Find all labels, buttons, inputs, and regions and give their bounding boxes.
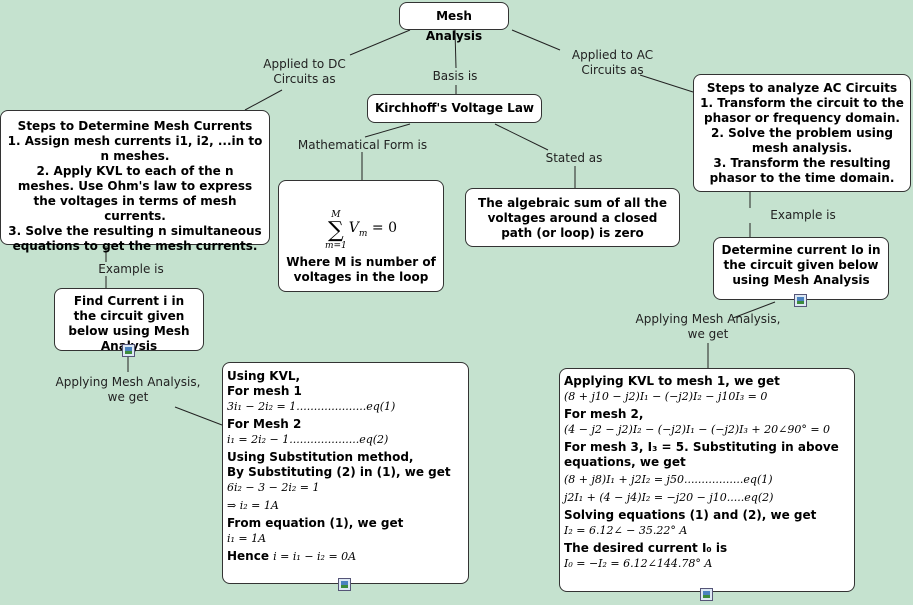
dc-step-3: 3. Solve the resulting n simultaneous eq… [8, 224, 262, 253]
label-math-form: Mathematical Form is [297, 138, 428, 152]
dc-steps-node[interactable]: Steps to Determine Mesh Currents 1. Assi… [0, 110, 270, 253]
solution-line: For mesh 3, I₃ = 5. Substituting in abov… [564, 440, 839, 469]
connector-kvl-math [364, 123, 411, 138]
solution-line: Using Substitution method, [227, 450, 414, 464]
solution-equation: (8 + j8)I₁ + j2I₂ = j50.................… [564, 473, 773, 486]
label-apply-left: Applying Mesh Analysis, we get [55, 375, 201, 404]
sum-term-subscript: m [358, 228, 368, 239]
kvl-node[interactable]: Kirchhoff's Voltage Law [367, 94, 542, 123]
sum-term: V [348, 219, 359, 236]
stated-text: The algebraic sum of all the voltages ar… [478, 196, 667, 240]
right-solution-node[interactable]: Applying KVL to mesh 1, we get (8 + j10 … [559, 368, 855, 592]
connector-left-solution [174, 406, 223, 426]
ac-steps-title: Steps to analyze AC Circuits [706, 81, 898, 95]
connector-kvl-stated [494, 123, 549, 151]
sum-rhs: = 0 [367, 219, 398, 236]
image-attachment-icon[interactable] [794, 294, 807, 307]
label-applied-ac: Applied to AC Circuits as [571, 48, 654, 77]
dc-step-1: 1. Assign mesh currents i1, i2, ...in to… [7, 134, 263, 163]
solution-equation: i₁ = 1A [227, 532, 267, 545]
root-title: Mesh Analysis [425, 9, 483, 43]
solution-equation: 6i₂ − 3 − 2i₂ = 1 [227, 481, 320, 494]
label-basis: Basis is [432, 69, 478, 83]
solution-line: Solving equations (1) and (2), we get [564, 508, 817, 522]
solution-line: The desired current I₀ is [564, 541, 728, 555]
solution-line: Using KVL, [227, 369, 301, 383]
stated-node[interactable]: The algebraic sum of all the voltages ar… [465, 188, 680, 247]
ac-step-1: 1. Transform the circuit to the phasor o… [700, 96, 904, 125]
sum-lower-limit: m=1 [324, 241, 347, 251]
label-applied-dc: Applied to DC Circuits as [263, 57, 346, 86]
connector-dc-steps [244, 89, 283, 111]
image-attachment-icon[interactable] [700, 588, 713, 601]
root-node[interactable]: Mesh Analysis [399, 2, 509, 43]
label-apply-right: Applying Mesh Analysis, we get [635, 312, 781, 341]
label-example-right: Example is [770, 208, 836, 222]
solution-line: Hence [227, 549, 269, 563]
label-example-left: Example is [98, 262, 164, 276]
solution-line: For Mesh 2 [227, 417, 302, 431]
image-attachment-icon[interactable] [338, 578, 351, 591]
connector-root-ac [511, 29, 561, 51]
solution-line: For mesh 2, [564, 407, 644, 421]
ac-step-3: 3. Transform the resulting phasor to the… [709, 156, 895, 185]
solution-equation: I₀ = −I₂ = 6.12∠144.78° A [564, 557, 713, 570]
sigma-icon: ∑ [328, 218, 344, 243]
left-example-node[interactable]: Find Current i in the circuit given belo… [54, 288, 204, 353]
connector-ac-steps [639, 74, 694, 93]
ac-steps-node[interactable]: Steps to analyze AC Circuits 1. Transfor… [693, 74, 911, 192]
solution-line: By Substituting (2) in (1), we get [227, 465, 451, 479]
solution-equation: i₁ = 2i₂ − 1....................eq(2) [227, 433, 389, 446]
solution-equation: I₂ = 6.12∠ − 35.22° A [564, 524, 688, 537]
solution-line: From equation (1), we get [227, 516, 404, 530]
solution-line: For mesh 1 [227, 384, 302, 398]
right-example-node[interactable]: Determine current Io in the circuit give… [713, 237, 889, 300]
dc-step-2: 2. Apply KVL to each of the n meshes. Us… [17, 164, 253, 223]
image-attachment-icon[interactable] [122, 344, 135, 357]
connector-root-basis [454, 29, 457, 69]
math-form-node[interactable]: M ∑ m=1 Vm = 0 Where M is number of volt… [278, 180, 444, 292]
ac-step-2: 2. Solve the problem using mesh analysis… [710, 126, 894, 155]
solution-line: Applying KVL to mesh 1, we get [564, 374, 780, 388]
math-caption: Where M is number of voltages in the loo… [286, 255, 436, 284]
connector-root-dc [349, 29, 411, 56]
connector-right-apply [732, 301, 776, 319]
solution-equation: i = i₁ − i₂ = 0A [273, 550, 357, 563]
dc-steps-title: Steps to Determine Mesh Currents [17, 119, 253, 133]
kvl-equation: M ∑ m=1 Vm = 0 [283, 211, 439, 251]
left-example-text: Find Current i in the circuit given belo… [68, 294, 190, 353]
solution-equation: (4 − j2 − j2)I₂ − (−j2)I₁ − (−j2)I₃ + 20… [564, 423, 831, 436]
solution-equation: (8 + j10 − j2)I₁ − (−j2)I₂ − j10I₃ = 0 [564, 390, 768, 403]
label-stated: Stated as [545, 151, 603, 165]
solution-equation: j2I₁ + (4 − j4)I₂ = −j20 − j10.....eq(2) [564, 491, 774, 504]
solution-equation: ⇒ i₂ = 1A [227, 499, 279, 512]
sum-upper-limit: M [331, 210, 341, 220]
kvl-title: Kirchhoff's Voltage Law [374, 101, 535, 115]
solution-equation: 3i₁ − 2i₂ = 1....................eq(1) [227, 400, 396, 413]
right-example-text: Determine current Io in the circuit give… [721, 243, 881, 287]
left-solution-node[interactable]: Using KVL, For mesh 1 3i₁ − 2i₂ = 1.....… [222, 362, 469, 584]
